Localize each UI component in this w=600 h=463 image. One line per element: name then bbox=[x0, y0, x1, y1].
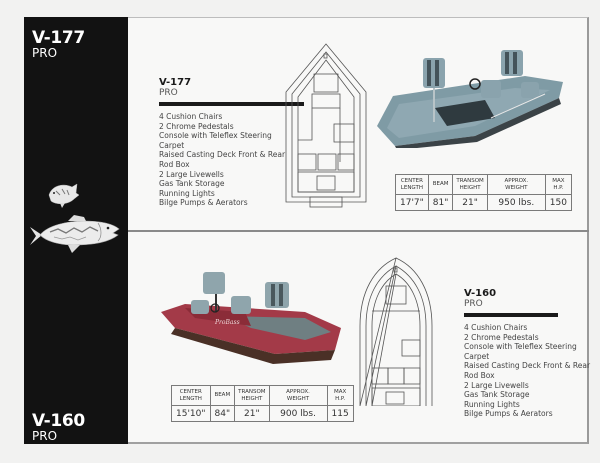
section-divider bbox=[128, 230, 589, 232]
feature-item: 2 Large Livewells bbox=[464, 380, 529, 390]
spec-value-approx-weight: 900 lbs. bbox=[268, 405, 328, 422]
spec-value-approx-weight: 950 lbs. bbox=[486, 194, 546, 211]
svg-text:ProBass: ProBass bbox=[214, 319, 240, 326]
feature-item: Bilge Pumps & Aerators bbox=[159, 198, 248, 208]
spec-header-beam: BEAM bbox=[209, 385, 236, 406]
feature-item: Rod Box bbox=[159, 159, 190, 169]
v177-floor-plan-diagram bbox=[285, 43, 367, 208]
spec-header-beam: BEAM bbox=[427, 174, 454, 195]
spec-value-max-hp: 115 bbox=[326, 405, 354, 422]
v177-boat-photo bbox=[377, 50, 563, 148]
feature-item: 4 Cushion Chairs bbox=[464, 323, 528, 332]
spec-header-approx-weight: APPROX.WEIGHT bbox=[268, 385, 328, 406]
v177-feature-list: 4 Cushion Chairs 2 Chrome Pedestals Cons… bbox=[159, 112, 349, 208]
sidebar-top-model: V-177 bbox=[32, 28, 85, 48]
feature-item: 4 Cushion Chairs bbox=[159, 112, 223, 121]
feature-item: Carpet bbox=[464, 351, 490, 361]
v160-boat-photo: ProBass bbox=[161, 272, 341, 364]
feature-item: Raised Casting Deck Front & Rear bbox=[464, 361, 591, 371]
spec-value-max-hp: 150 bbox=[544, 194, 572, 211]
v177-spec-block: V-177 PRO 4 Cushion Chairs 2 Chrome Pede… bbox=[159, 77, 349, 208]
spec-value-transom-height: 21" bbox=[452, 194, 488, 211]
spec-value-center-length: 17'7" bbox=[395, 194, 429, 211]
sidebar-title-bottom: V-160 PRO bbox=[32, 411, 85, 443]
spec-value-beam: 81" bbox=[427, 194, 454, 211]
spec-value-transom-height: 21" bbox=[234, 405, 270, 422]
v160-feature-list: 4 Cushion Chairs 2 Chrome Pedestals Cons… bbox=[464, 323, 600, 419]
sunfish-icon bbox=[48, 183, 80, 208]
v160-sub-label: PRO bbox=[464, 299, 483, 309]
spec-header-approx-weight: APPROX.WEIGHT bbox=[486, 174, 546, 195]
feature-item: 2 Large Livewells bbox=[159, 169, 224, 179]
feature-item: Rod Box bbox=[464, 370, 495, 380]
sidebar-title-top: V-177 PRO bbox=[32, 28, 85, 60]
v160-spec-block: V-160 PRO 4 Cushion Chairs 2 Chrome Pede… bbox=[464, 288, 600, 419]
feature-item: Running Lights bbox=[159, 188, 215, 198]
feature-item: Gas Tank Storage bbox=[464, 390, 530, 400]
feature-item: 2 Chrome Pedestals bbox=[159, 121, 234, 131]
feature-item: Bilge Pumps & Aerators bbox=[464, 409, 553, 419]
feature-item: Running Lights bbox=[464, 399, 520, 409]
sidebar-bottom-model: V-160 bbox=[32, 411, 85, 431]
spec-value-center-length: 15'10" bbox=[171, 405, 211, 422]
sidebar-top-sub: PRO bbox=[32, 46, 58, 60]
sidebar-bottom-sub: PRO bbox=[32, 429, 58, 443]
v160-floor-plan-diagram bbox=[359, 257, 433, 406]
v177-sub-label: PRO bbox=[159, 88, 178, 98]
feature-item: Gas Tank Storage bbox=[159, 179, 225, 189]
feature-item: Console with Teleflex Steering bbox=[464, 342, 577, 352]
feature-item: Carpet bbox=[159, 140, 185, 150]
feature-item: Console with Teleflex Steering bbox=[159, 131, 272, 141]
v160-title-bar bbox=[464, 313, 558, 317]
largemouth-bass-icon bbox=[30, 215, 120, 253]
v160-model-label: V-160 bbox=[464, 288, 497, 299]
v177-title-bar bbox=[159, 102, 304, 106]
feature-item: Raised Casting Deck Front & Rear bbox=[159, 150, 286, 160]
feature-item: 2 Chrome Pedestals bbox=[464, 332, 539, 342]
v177-model-label: V-177 bbox=[159, 77, 192, 88]
spec-value-beam: 84" bbox=[209, 405, 236, 422]
